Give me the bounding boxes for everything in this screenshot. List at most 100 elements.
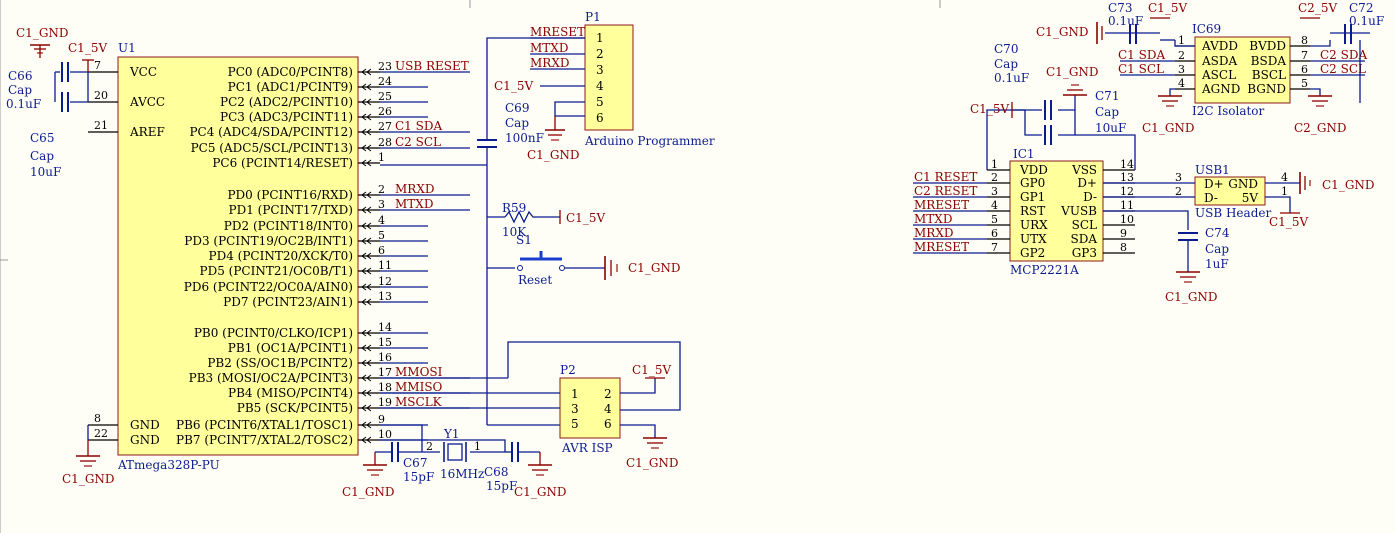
- u1-pin-name: PB5 (SCK/PCINT5): [237, 401, 353, 415]
- u1-pin-number: 17: [378, 366, 392, 379]
- u1-vcc-power-port: C1_5V: [68, 41, 107, 72]
- p1-part: Arduino Programmer: [584, 134, 715, 148]
- u1-ground-port: C1_GND: [62, 440, 115, 486]
- c68-value: 15pF: [486, 479, 517, 493]
- u1-pin-io-arrow: [361, 267, 372, 275]
- c66-value: 0.1uF: [6, 97, 41, 111]
- u1-pin-number: 5: [378, 229, 385, 242]
- p1-pin-number: 4: [596, 79, 604, 93]
- c1-gnd-label: C1_GND: [342, 485, 395, 499]
- ic1-pin-number: 7: [991, 241, 998, 254]
- u1-pin-number: 9: [378, 413, 385, 426]
- u1-pin-name: AREF: [129, 125, 165, 139]
- ic1-pin-name: VDD: [1019, 163, 1048, 177]
- u1-ref: U1: [118, 41, 136, 55]
- ic69-pin-number: 2: [1178, 49, 1185, 62]
- r59-ref: R59: [502, 201, 526, 215]
- usb1-pin-number: 2: [1175, 185, 1182, 198]
- s1-reset-switch[interactable]: S1 Reset C1_GND: [516, 233, 681, 287]
- u1-net-label: MMISO: [395, 380, 443, 394]
- c69-value: 100nF: [505, 131, 544, 145]
- u1-pin-name: PB0 (PCINT0/CLKO/ICP1): [194, 326, 353, 340]
- p1-net-mrxd: MRXD: [530, 56, 570, 70]
- c69-capacitor: C69 Cap 100nF: [477, 101, 544, 148]
- p2-pin-number: 1: [571, 387, 579, 401]
- ic1-pin-name: GP1: [1020, 190, 1045, 204]
- usb1-power-ports: C1_GND C1_5V: [1269, 172, 1375, 229]
- y1-value: 16MHz: [440, 467, 484, 481]
- p1-pin-number: 3: [596, 63, 604, 77]
- u1-pin-number: 8: [94, 412, 101, 425]
- ic1-pin-name: D+: [1077, 176, 1097, 190]
- ic69-pin-name: AGND: [1201, 82, 1240, 96]
- usb1-pin-name: D-: [1204, 191, 1218, 205]
- p1-ref: P1: [585, 10, 601, 24]
- ic1-pin-number: 13: [1120, 171, 1134, 184]
- u1-pin-number: 3: [378, 198, 385, 211]
- c1-5v-label: C1_5V: [632, 363, 671, 377]
- c1-gnd-label: C1_GND: [626, 456, 679, 470]
- ic69-grounds: C1_GND C2_GND: [1142, 95, 1347, 135]
- u1-pin-number: 27: [378, 120, 392, 133]
- c67-ref: C67: [403, 456, 427, 470]
- usb1-wiring: [1103, 182, 1300, 230]
- u1-pin-name: PB6 (PCINT6/XTAL1/TOSC1): [176, 418, 353, 432]
- c73-capacitor: C73 0.1uF C1_GND C1_5V: [1036, 1, 1187, 44]
- u1-pin-name: PB7 (PCINT7/XTAL2/TOSC2): [176, 433, 353, 447]
- ic1-power-ports: C1_5V C1_GND: [970, 65, 1099, 118]
- u1-pin-name: PD5 (PCINT21/OC0B/T1): [200, 264, 353, 278]
- ic1-pin-name: SCL: [1072, 218, 1097, 232]
- u1-pin-number: 19: [378, 396, 392, 409]
- s1-ref: S1: [516, 233, 532, 247]
- u1-pin-io-arrow: [361, 421, 372, 429]
- p1-body: [584, 24, 634, 131]
- ic69-net-label: C1 SCL: [1118, 62, 1164, 76]
- u1-pin-io-arrow: [361, 144, 372, 152]
- ic1-pin-name: VSS: [1071, 163, 1097, 177]
- u1-pin-number: 28: [378, 136, 392, 149]
- ic69-ref: IC69: [1192, 22, 1221, 36]
- c65-capacitor: C65 Cap 10uF: [30, 62, 69, 179]
- ic1-pin-name: SDA: [1070, 232, 1097, 246]
- c1-gnd-label: C1_GND: [514, 485, 567, 499]
- ic1-pin-number: 2: [991, 171, 998, 184]
- u1-net-label: C1 SDA: [395, 119, 442, 133]
- ic1-pin-name: RST: [1020, 204, 1045, 218]
- u1-pin-number: 26: [378, 105, 392, 118]
- u1-pin-io-arrow: [361, 191, 372, 199]
- c73-ref: C73: [1108, 1, 1132, 15]
- u1-pin-number: 25: [378, 90, 392, 103]
- p2-pin-number: 4: [604, 402, 612, 416]
- u1-pin-io-arrow: [361, 359, 372, 367]
- u1-net-label: USB RESET: [395, 59, 469, 73]
- ic1-pin-number: 8: [1120, 241, 1127, 254]
- c1-gnd-label: C1_GND: [16, 26, 69, 40]
- u1-pin-io-arrow: [361, 113, 372, 121]
- p1-wiring: [380, 37, 585, 426]
- ic69-net-label: C1 SDA: [1118, 48, 1165, 62]
- u1-pin-io-arrow: [361, 237, 372, 245]
- c1-gnd-label: C1_GND: [1322, 178, 1375, 192]
- ic1-pin-name: D-: [1083, 190, 1097, 204]
- ic1-pin-number: 6: [991, 227, 998, 240]
- c71-value: 10uF: [1095, 121, 1126, 135]
- ic1-pin-name: GP2: [1020, 246, 1045, 260]
- u1-pin-name: PC2 (ADC2/PCINT10): [220, 95, 353, 109]
- u1-pin-number: 12: [378, 275, 392, 288]
- u1-pin-name: PC5 (ADC5/SCL/PCINT13): [191, 141, 353, 155]
- u1-pin-number: 13: [378, 290, 392, 303]
- u1-pin-number: 14: [378, 321, 392, 334]
- c70-capacitor: C70 Cap 0.1uF: [994, 42, 1052, 120]
- u1-pin-io-arrow: [361, 98, 372, 106]
- c70-type: Cap: [994, 57, 1018, 71]
- r59-value: 10K: [502, 225, 527, 239]
- c71-type: Cap: [1095, 105, 1119, 119]
